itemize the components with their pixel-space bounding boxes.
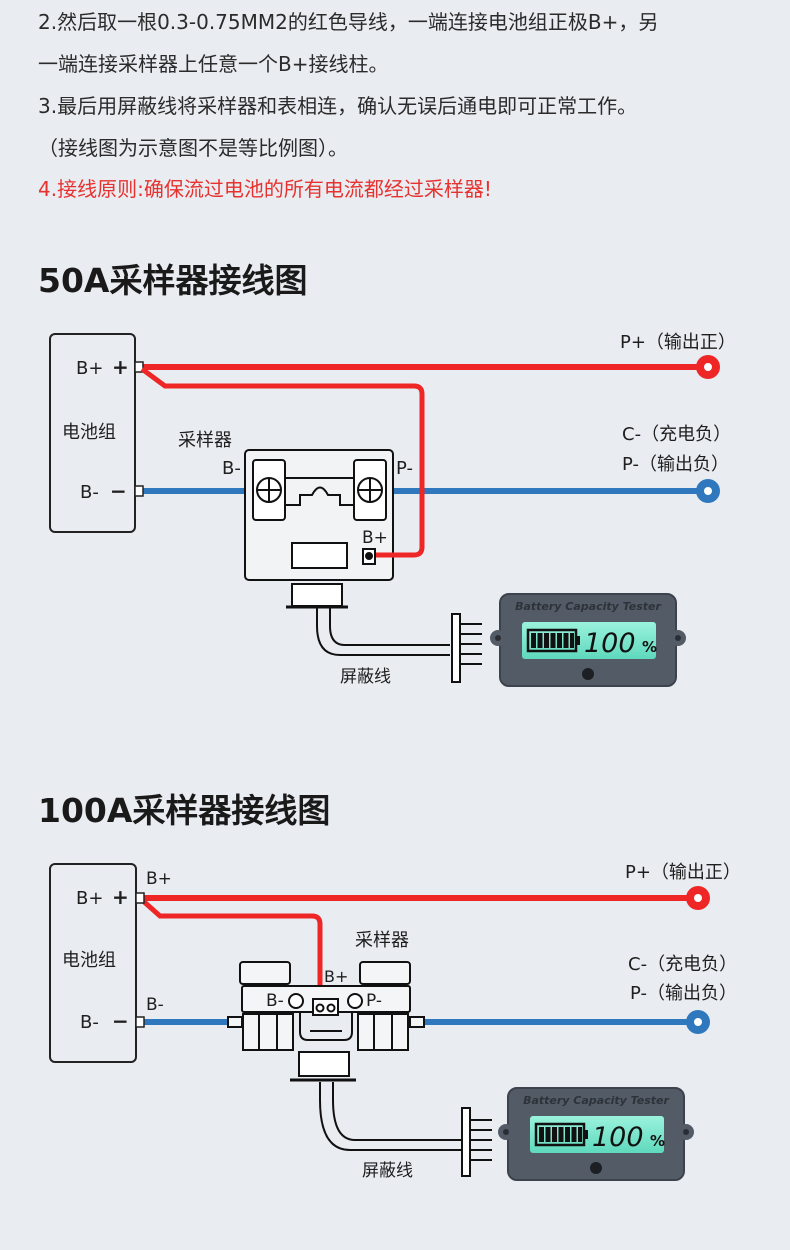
instruction-line: 3.最后用屏蔽线将采样器和表相连，确认无误后通电即可正常工作。 xyxy=(38,94,638,118)
shielded-cable-label: 屏蔽线 xyxy=(362,1161,413,1181)
battery-pack xyxy=(49,863,137,1063)
meter-unit: % xyxy=(650,1132,665,1150)
diagram-50a: B+ + 电池组 B- − P+（输出正） C-（充电负） P-（输出负） xyxy=(49,332,736,688)
diagram-100a: B+ + 电池组 B- − B+ B- P+（输出正） C-（充电负） P-（输… xyxy=(49,862,741,1182)
instruction-line: 2.然后取一根0.3-0.75MM2的红色导线，一端连接电池组正极B+，另 xyxy=(38,10,659,34)
sampler-bplus-label: B+ xyxy=(362,528,388,548)
meter-percent: 100 xyxy=(584,628,636,659)
wiring-principle-warning: 4.接线原则:确保流过电池的所有电流都经过采样器! xyxy=(38,177,492,201)
battery-neg-sign: − xyxy=(110,479,127,503)
sampler-pminus-label: P- xyxy=(396,458,413,479)
battery-label: 电池组 xyxy=(62,950,116,971)
battery-pos-sign: + xyxy=(112,885,129,909)
meter-brand: Battery Capacity Tester xyxy=(523,1094,669,1107)
sampler-label: 采样器 xyxy=(355,930,409,951)
c-minus-label: C-（充电负） xyxy=(628,954,737,975)
sampler-pminus-label: P- xyxy=(366,991,382,1011)
battery-neg-sign: − xyxy=(112,1009,129,1033)
meter-brand: Battery Capacity Tester xyxy=(515,600,661,613)
instruction-line: （接线图为示意图不是等比例图）。 xyxy=(38,136,348,160)
sampler-label: 采样器 xyxy=(178,430,232,451)
battery-label: 电池组 xyxy=(62,422,116,443)
sampler-bplus-wire xyxy=(140,366,425,558)
sampler-bminus-label: B- xyxy=(222,458,241,479)
sampler-bplus-wire xyxy=(140,898,323,1010)
battery-capacity-meter: Battery Capacity Tester 100 % xyxy=(496,1086,696,1182)
p-plus-label: P+（输出正） xyxy=(620,332,736,353)
instruction-line: 一端连接采样器上任意一个B+接线柱。 xyxy=(38,52,389,76)
shielded-cable-label: 屏蔽线 xyxy=(340,667,391,687)
wire-bminus-label: B- xyxy=(146,995,164,1015)
battery-neg-label: B- xyxy=(80,482,99,503)
meter-percent: 100 xyxy=(592,1122,644,1153)
sampler-bminus-label: B- xyxy=(266,991,284,1011)
diagram-100a-title: 100A采样器接线图 xyxy=(38,791,331,830)
battery-neg-label: B- xyxy=(80,1012,99,1033)
wire-bplus-label: B+ xyxy=(146,869,172,889)
p-plus-label: P+（输出正） xyxy=(625,862,741,883)
meter-unit: % xyxy=(642,638,657,656)
battery-pos-label: B+ xyxy=(76,358,103,379)
battery-pack xyxy=(49,333,136,533)
battery-pos-label: B+ xyxy=(76,888,103,909)
sampler-50a xyxy=(244,449,482,683)
p-minus-label: P-（输出负） xyxy=(622,454,729,475)
c-minus-label: C-（充电负） xyxy=(622,424,731,445)
sampler-bplus-label: B+ xyxy=(324,967,348,986)
battery-pos-sign: + xyxy=(112,355,129,379)
battery-capacity-meter: Battery Capacity Tester 100 % xyxy=(488,592,688,688)
sampler-100a xyxy=(227,961,492,1177)
diagram-50a-title: 50A采样器接线图 xyxy=(38,261,308,300)
p-minus-label: P-（输出负） xyxy=(630,983,737,1004)
